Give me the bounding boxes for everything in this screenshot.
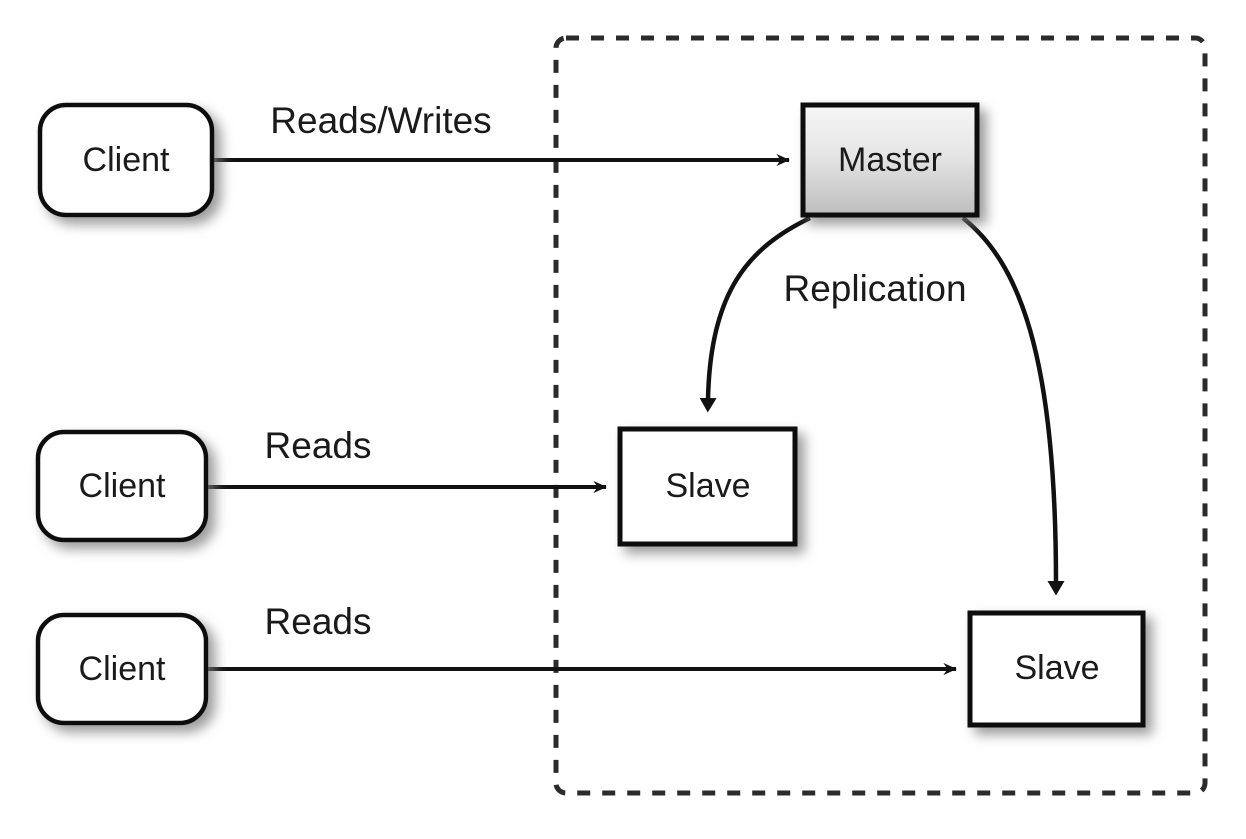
edge-label-reads-writes: Reads/Writes	[270, 100, 491, 141]
node-master[interactable]: Master	[800, 102, 980, 218]
slave-2-label: Slave	[1014, 649, 1099, 687]
edge-label-reads-middle: Reads	[265, 425, 372, 466]
edge-master-slave1	[699, 215, 811, 413]
master-label: Master	[838, 141, 942, 179]
client-2-box[interactable]	[35, 429, 209, 543]
replication-cluster-boundary	[553, 35, 1208, 796]
slave-1-label: Slave	[665, 467, 750, 505]
node-client-3[interactable]: Client	[35, 612, 209, 726]
node-slave-1[interactable]: Slave	[617, 426, 798, 547]
client-2-label: Client	[79, 467, 166, 505]
node-slave-2[interactable]: Slave	[967, 610, 1146, 728]
edge-label-replication: Replication	[783, 268, 966, 309]
client-1-label: Client	[83, 141, 170, 179]
edge-master-slave2	[961, 216, 1065, 596]
node-client-1[interactable]: Client	[37, 102, 215, 218]
master-box[interactable]	[800, 102, 980, 218]
slave-2-box[interactable]	[967, 610, 1146, 728]
edge-label-reads-bottom: Reads	[265, 601, 372, 642]
client-3-box[interactable]	[35, 612, 209, 726]
client-3-label: Client	[79, 650, 166, 688]
slave-1-box[interactable]	[617, 426, 798, 547]
client-1-box[interactable]	[37, 102, 215, 218]
node-client-2[interactable]: Client	[35, 429, 209, 543]
